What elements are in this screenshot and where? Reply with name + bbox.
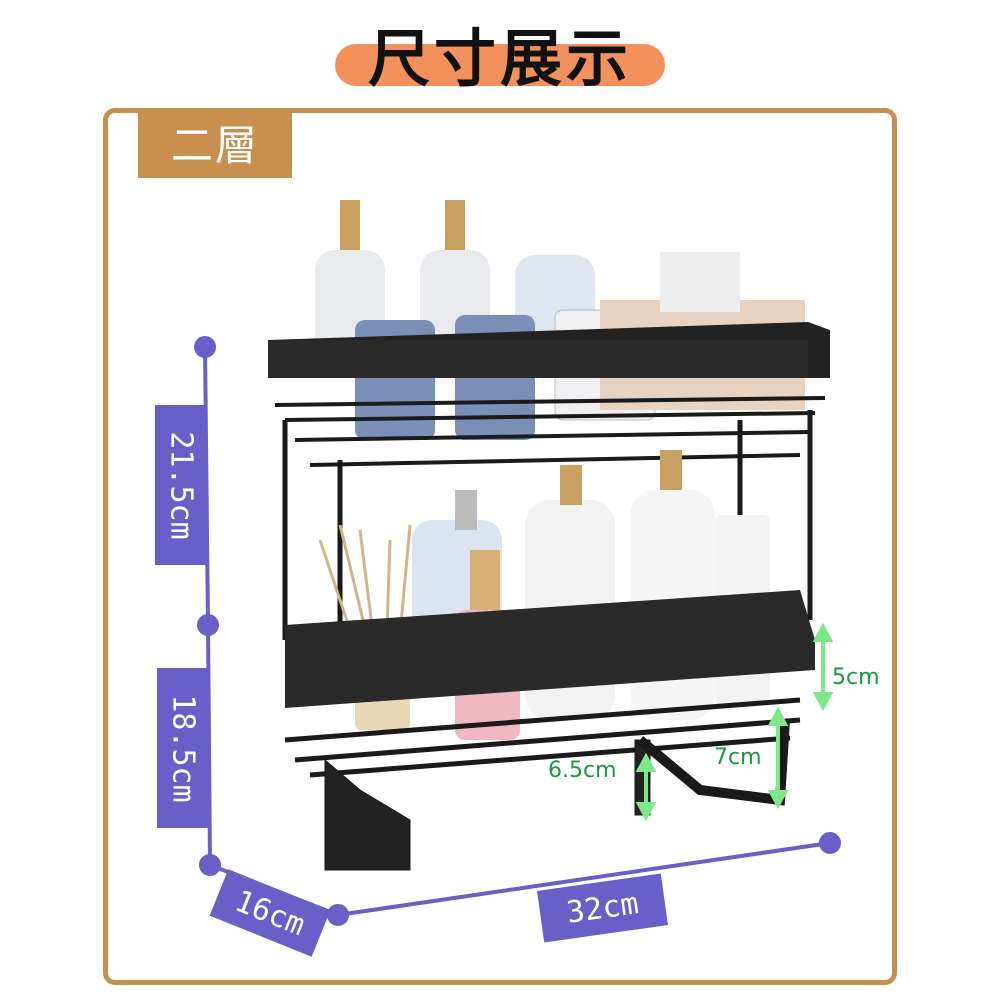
dimension-dot bbox=[194, 336, 216, 358]
lower-basket bbox=[284, 590, 815, 871]
bracket-height-label: 6.5cm bbox=[548, 758, 617, 783]
towel-bar-drop-label: 7cm bbox=[714, 745, 762, 770]
tier-label: 二層 bbox=[138, 113, 292, 178]
dimension-dot bbox=[819, 832, 841, 854]
height-upper-label: 21.5cm bbox=[155, 405, 207, 565]
dimension-dot bbox=[197, 614, 219, 636]
page-title: 尺寸展示 bbox=[367, 22, 632, 95]
basket-height-label: 5cm bbox=[832, 665, 880, 690]
dimension-lines bbox=[194, 336, 841, 926]
dimension-dot bbox=[199, 854, 221, 876]
upper-basket bbox=[268, 322, 830, 640]
green-arrows bbox=[635, 622, 834, 822]
dimension-dot bbox=[327, 904, 349, 926]
content-frame bbox=[103, 108, 897, 985]
height-lower-label: 18.5cm bbox=[157, 668, 209, 828]
title-pill bbox=[335, 44, 665, 86]
